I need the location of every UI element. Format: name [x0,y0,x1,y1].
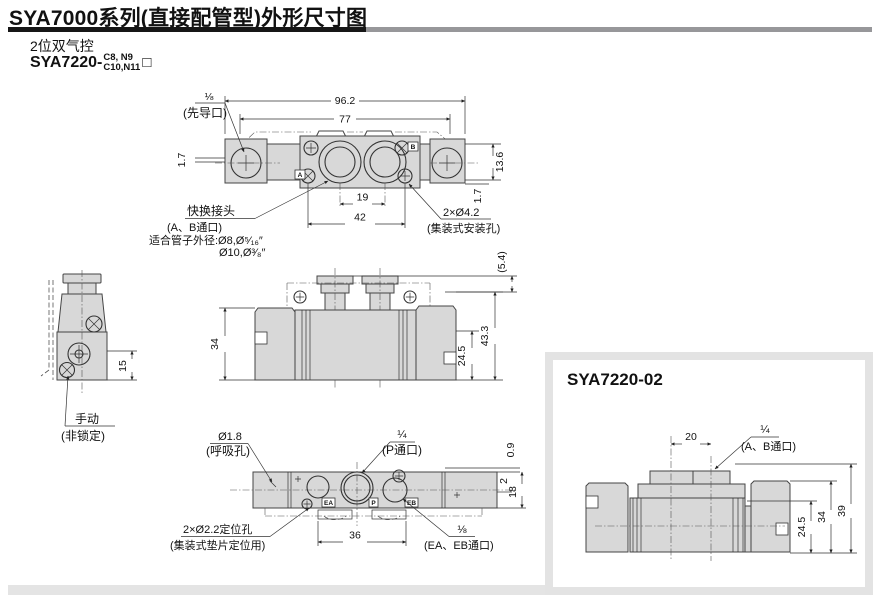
fitting-label: 快换接头 [187,203,235,218]
side-dimensions: 15 [107,350,137,381]
breather-label: (呼吸孔) [206,444,250,458]
model-base: SYA7220- [30,53,103,71]
locating-holes-label: 2×Ø2.2定位孔 [183,522,252,536]
port-eb-label: EB [407,500,416,507]
plan-valve-body: A B [215,135,480,189]
side-valve-body [56,270,108,394]
dim-offset: 2 [498,478,510,484]
mount-desc-label: (集装式安装孔) [427,221,500,235]
front-dimensions: 34 24.5 43.3 (5.4) [209,251,517,381]
model-option-top: C8, N9 [103,52,133,63]
model-option-bottom: C10,N11 [103,61,141,73]
side-view-drawing: 15 手动 (非锁定) [40,270,137,443]
ab-size-label: ¼ [760,424,770,436]
dim-total-height: 43.3 [479,326,491,347]
dim-projection: (5.4) [496,251,508,273]
p-port-label: (P通口) [382,443,422,457]
manual-type-label: (非锁定) [61,428,105,443]
side-bracket [40,280,54,380]
top-view-drawing: A B 96.2 77 ⅛ (先导口) 1.7 13.6 [149,91,506,259]
dim-body-height: 34 [209,338,221,350]
bottom-gasket-outline [264,508,483,521]
bottom-valve-body: EA P EB [230,462,515,526]
tube-od-line1: 适合管子外径:Ø8,Ø⁵⁄₁₆″ [149,233,263,247]
locating-desc-label: (集装式垫片定位用) [170,538,265,552]
dim-pilot-offset: 1.7 [176,153,188,168]
dim-body-width: 77 [339,114,351,126]
bottom-view-drawing: EA P EB 36 0.9 2 18 Ø1.8 [170,429,526,552]
valve-type-label: 2位双气控 [30,38,94,54]
dim-mid-height: 34 [816,511,828,523]
front-fittings [316,268,399,388]
dim-overall-width: 96.2 [335,95,356,107]
dim-height: 18 [507,486,519,498]
title-underline-gray [366,27,872,32]
bottom-dimensions: 36 0.9 2 18 [317,443,526,546]
panel-valve-body [585,436,791,561]
dim-side-offset: 1.7 [472,189,484,204]
port-b-label: B [411,144,416,151]
panel-callouts: ¼ (A、B通口) [714,424,796,470]
pilot-port-label: (先导口) [183,106,227,120]
mount-holes-label: 2×Ø4.2 [443,207,479,219]
manual-override-label: 手动 [75,412,99,426]
side-callouts: 手动 (非锁定) [61,375,115,443]
dim-sub-height: 24.5 [796,517,808,538]
panel-side-drawing: 20 24.5 34 39 ¼ (A、B通口) [585,424,857,561]
bottom-callouts: Ø1.8 (呼吸孔) ¼ (P通口) 2×Ø2.2定位孔 (集装式垫片定位用) … [170,429,494,552]
model-options: C8, N9 C10,N11 [103,53,140,73]
dim-port-pitch: 20 [685,431,697,443]
title-underline [8,27,872,32]
model-suffix: □ [142,54,152,72]
e-size-label: ⅛ [457,524,467,536]
bottom-divider [8,585,873,595]
dim-port-pitch: 19 [357,192,369,204]
e-ports-label: (EA、EB通口) [424,539,494,552]
dim-manual-height: 15 [117,360,129,372]
page-title: SYA7000系列(直接配管型)外形尺寸图 [9,7,368,30]
model-number: SYA7220- C8, N9 C10,N11 □ [30,53,151,73]
plan-callouts: 快换接头 (A、B通口) 适合管子外径:Ø8,Ø⁵⁄₁₆″ Ø10,Ø³⁄₈″ … [149,180,500,259]
dim-total-height: 39 [836,505,848,517]
front-manifold-outline [286,282,431,310]
panel-dimensions: 20 24.5 34 39 [670,431,857,554]
ab-ports-label: (A、B通口) [741,440,796,453]
dim-edge: 0.9 [505,443,517,458]
front-view-drawing: 34 24.5 43.3 (5.4) [209,251,517,388]
panel-heading: SYA7220-02 [567,370,663,389]
title-underline-black [8,27,366,32]
sya7220-02-panel: SYA7220-02 [545,352,873,595]
dim-sub-height: 24.5 [456,346,468,367]
p-size-label: ¼ [397,429,407,441]
dim-gasket-span: 36 [349,530,361,542]
pilot-port-size: ⅛ [205,91,214,103]
port-ea-label: EA [324,500,333,507]
port-p-label: P [371,500,376,507]
plan-dimensions: 96.2 77 ⅛ (先导口) 1.7 13.6 1.7 19 42 [176,91,506,228]
fitting-ports-label: (A、B通口) [167,221,222,234]
tube-od-line2: Ø10,Ø³⁄₈″ [219,247,265,259]
dim-side-height: 13.6 [494,152,506,173]
dim-mount-pitch: 42 [354,212,366,224]
breather-size-label: Ø1.8 [218,431,242,443]
port-a-label: A [298,172,303,179]
front-valve-body [254,305,457,381]
